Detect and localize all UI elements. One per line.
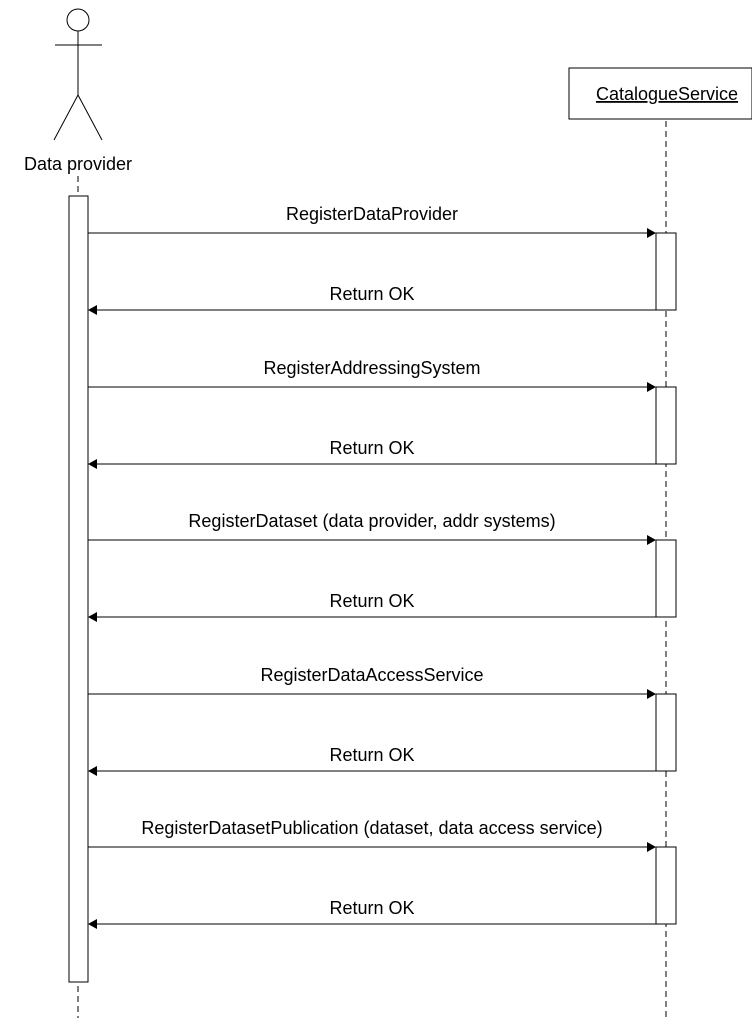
message-reply-label: Return OK bbox=[329, 591, 414, 611]
message-reply-label: Return OK bbox=[329, 438, 414, 458]
message-reply-arrowhead bbox=[88, 459, 97, 469]
message-call-arrowhead bbox=[647, 842, 656, 852]
message-reply-arrowhead bbox=[88, 766, 97, 776]
service-header-box bbox=[568, 67, 752, 120]
message-call-label: RegisterDataset (data provider, addr sys… bbox=[188, 511, 555, 531]
message-call-arrowhead bbox=[647, 535, 656, 545]
actor-label: Data provider bbox=[24, 154, 132, 174]
service-label: CatalogueService bbox=[596, 84, 738, 104]
message-call-label: RegisterDataAccessService bbox=[260, 665, 483, 685]
message-reply-label: Return OK bbox=[329, 284, 414, 304]
message-reply-arrowhead bbox=[88, 919, 97, 929]
service-activation-bar bbox=[655, 846, 677, 925]
service-activation-bar bbox=[655, 693, 677, 772]
message-reply-label: Return OK bbox=[329, 898, 414, 918]
message-call-label: RegisterDataProvider bbox=[286, 204, 458, 224]
message-call-arrowhead bbox=[647, 689, 656, 699]
message-call-arrowhead bbox=[647, 228, 656, 238]
message-reply-arrowhead bbox=[88, 612, 97, 622]
service-activation-bar bbox=[655, 539, 677, 618]
message-call-arrowhead bbox=[647, 382, 656, 392]
service-activation-bar bbox=[655, 386, 677, 465]
message-reply-arrowhead bbox=[88, 305, 97, 315]
message-reply-label: Return OK bbox=[329, 745, 414, 765]
service-activation-bar bbox=[655, 232, 677, 311]
message-call-label: RegisterAddressingSystem bbox=[263, 358, 480, 378]
actor-activation-bar bbox=[68, 195, 89, 983]
message-call-label: RegisterDatasetPublication (dataset, dat… bbox=[141, 818, 602, 838]
actor-icon bbox=[53, 8, 103, 141]
